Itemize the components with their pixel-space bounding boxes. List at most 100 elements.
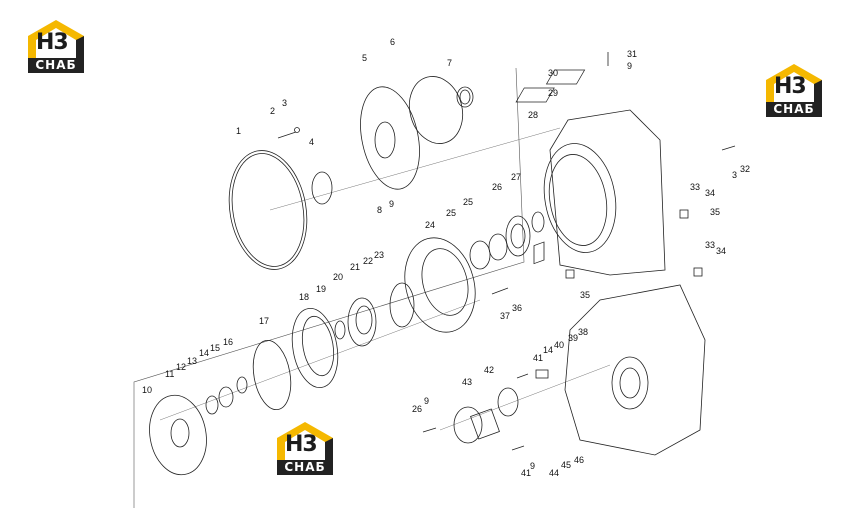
o-ring: [334, 320, 346, 340]
plug: [679, 209, 689, 219]
callout-number: 13: [187, 356, 197, 366]
callout-number: 35: [710, 207, 720, 217]
ring-plate: [389, 282, 415, 328]
bolt: [277, 131, 297, 139]
callout-number: 27: [511, 172, 521, 182]
bearing: [469, 240, 491, 270]
callout-number: 26: [412, 404, 422, 414]
logo-wordmark: СНАБ: [766, 102, 822, 117]
transmission-case: [564, 284, 706, 456]
logo-mark: H3: [774, 74, 807, 99]
callout-number: 33: [690, 182, 700, 192]
logo-wordmark: СНАБ: [277, 460, 333, 475]
callout-number: 15: [210, 343, 220, 353]
flex-plate-hub: [374, 121, 396, 159]
logo-wordmark: СНАБ: [28, 58, 84, 73]
callout-number: 12: [176, 362, 186, 372]
bolt: [422, 427, 437, 433]
callout-number: 40: [554, 340, 564, 350]
callout-number: 45: [561, 460, 571, 470]
lock-plate: [533, 241, 545, 265]
callout-number: 4: [309, 137, 314, 147]
gasket-large-inner: [231, 153, 305, 267]
callout-number: 18: [299, 292, 309, 302]
callout-number: 17: [259, 316, 269, 326]
flex-plate: [360, 86, 420, 190]
case-bore-inner: [619, 367, 641, 399]
o-ring-large: [408, 76, 464, 144]
house-roof-icon: [277, 422, 333, 460]
drive-gear: [505, 215, 531, 257]
callout-number: 41: [533, 353, 543, 363]
turbine-inner: [421, 248, 469, 316]
callout-number: 14: [199, 348, 209, 358]
callout-number: 22: [363, 256, 373, 266]
ring-14: [205, 395, 219, 415]
callout-number: 32: [740, 164, 750, 174]
callout-number: 24: [425, 220, 435, 230]
callout-number: 42: [484, 365, 494, 375]
bracket-plate: [311, 171, 333, 205]
callout-number: 39: [568, 333, 578, 343]
house-roof-icon: [28, 20, 84, 58]
axis-line: [269, 127, 561, 211]
housing-bore-inner: [548, 154, 608, 246]
impeller: [291, 308, 339, 388]
bearing: [488, 233, 508, 261]
callout-number: 7: [447, 58, 452, 68]
callout-number: 38: [578, 327, 588, 337]
logo-mark: H3: [36, 30, 69, 55]
bracket-40: [535, 369, 549, 379]
callout-number: 14: [543, 345, 553, 355]
bolt: [511, 445, 525, 451]
logo-mark: H3: [285, 432, 318, 457]
callout-number: 11: [165, 369, 174, 379]
ring-16: [236, 376, 248, 394]
axis-line: [439, 364, 611, 431]
callout-number: 41: [521, 468, 531, 478]
callout-number: 35: [580, 290, 590, 300]
callout-number: 30: [548, 68, 558, 78]
bolt: [516, 373, 529, 379]
callout-number: 33: [705, 240, 715, 250]
callout-number: 26: [492, 182, 502, 192]
bearing-cover: [453, 406, 483, 444]
callout-number: 6: [390, 37, 395, 47]
callout-number: 46: [574, 455, 584, 465]
house-roof-icon: [766, 64, 822, 102]
callout-number: 5: [362, 53, 367, 63]
drive-gear-inner: [510, 223, 526, 249]
callout-number: 25: [463, 197, 473, 207]
seal: [456, 86, 474, 108]
callout-number: 28: [528, 110, 538, 120]
callout-number: 31: [627, 49, 637, 59]
pump-disc: [252, 339, 292, 411]
washer: [294, 127, 300, 133]
output-flange: [149, 394, 207, 476]
cover-plate-30: [545, 69, 586, 85]
callout-number: 9: [530, 461, 535, 471]
cover-plate-29: [515, 87, 555, 103]
callout-number: 8: [377, 205, 382, 215]
bolt: [491, 287, 509, 295]
impeller-inner: [301, 315, 335, 377]
callout-number: 9: [389, 199, 394, 209]
callout-number: 9: [627, 61, 632, 71]
callout-number: 2: [270, 106, 275, 116]
callout-number: 36: [512, 303, 522, 313]
bolt: [721, 145, 736, 151]
gasket-large: [228, 150, 308, 270]
callout-number: 23: [374, 250, 384, 260]
callout-number: 19: [316, 284, 326, 294]
callout-number: 21: [350, 262, 360, 272]
callout-number: 16: [223, 337, 233, 347]
seal-inner: [459, 89, 471, 105]
converter-housing: [549, 109, 666, 276]
callout-number: 10: [142, 385, 152, 395]
clutch-pack-inner: [355, 305, 373, 335]
callout-number: 25: [446, 208, 456, 218]
brand-logo: H3 СНАБ: [762, 62, 826, 120]
callout-number: 3: [282, 98, 287, 108]
